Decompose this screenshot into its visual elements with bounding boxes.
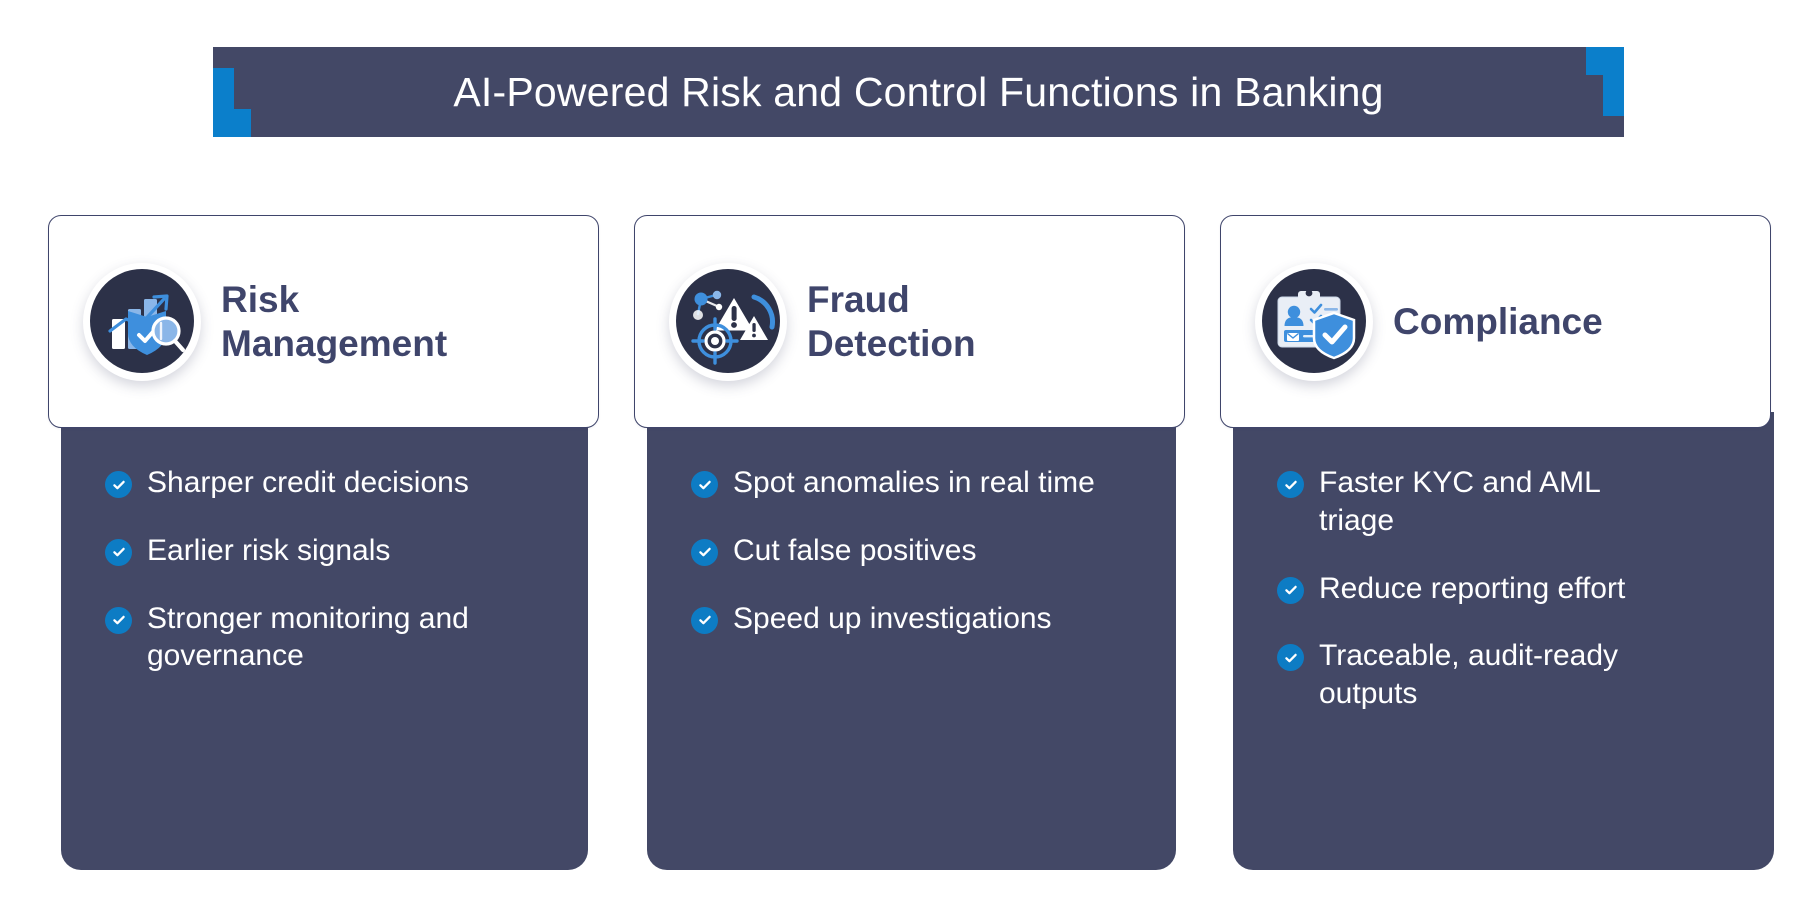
fraud-detection-icon (669, 262, 787, 381)
card-header-risk-management: Risk Management (48, 215, 599, 428)
page-title: AI-Powered Risk and Control Functions in… (453, 68, 1384, 115)
bullet-text: Faster KYC and AML triage (1319, 466, 1600, 537)
check-circle-icon (105, 471, 132, 498)
title-accent-left-foot (213, 109, 251, 137)
card-title-fraud-detection: Fraud Detection (807, 278, 976, 364)
list-item: Cut false positives (691, 532, 1142, 570)
bullet-text: Stronger monitoring and governance (147, 601, 469, 673)
card-fraud-detection[interactable]: Spot anomalies in real time Cut false po… (634, 215, 1187, 870)
card-risk-management[interactable]: Sharper credit decisions Earlier risk si… (48, 215, 601, 870)
check-circle-icon (691, 471, 718, 498)
list-item: Speed up investigations (691, 600, 1142, 638)
icon-disc (676, 268, 780, 373)
check-circle-icon (1277, 471, 1304, 498)
bullet-list-fraud-detection: Spot anomalies in real time Cut false po… (691, 464, 1142, 637)
list-item: Reduce reporting effort (1277, 570, 1740, 608)
bullet-list-risk-management: Sharper credit decisions Earlier risk si… (105, 464, 554, 675)
icon-disc (1262, 268, 1366, 373)
bullet-text: Reduce reporting effort (1319, 571, 1626, 605)
icon-disc (90, 268, 194, 373)
bullet-text: Cut false positives (733, 533, 977, 567)
card-compliance[interactable]: Faster KYC and AML triage Reduce reporti… (1220, 215, 1774, 870)
card-body-fraud-detection: Spot anomalies in real time Cut false po… (647, 412, 1176, 870)
bullet-text: Earlier risk signals (147, 533, 391, 567)
bullet-text: Traceable, audit-ready outputs (1319, 639, 1619, 711)
bullet-text: Speed up investigations (733, 601, 1052, 635)
list-item: Sharper credit decisions (105, 464, 554, 502)
bullet-list-compliance: Faster KYC and AML triage Reduce reporti… (1277, 464, 1740, 713)
compliance-icon (1255, 262, 1373, 381)
list-item: Earlier risk signals (105, 532, 554, 570)
bullet-text: Spot anomalies in real time (733, 466, 1095, 499)
risk-management-icon (83, 262, 201, 381)
card-title-compliance: Compliance (1393, 300, 1603, 342)
check-circle-icon (105, 606, 132, 634)
list-item: Stronger monitoring and governance (105, 600, 554, 676)
cards-row: Sharper credit decisions Earlier risk si… (0, 215, 1820, 880)
bullet-text: Sharper credit decisions (147, 466, 469, 499)
title-banner: AI-Powered Risk and Control Functions in… (213, 47, 1624, 137)
card-title-risk-management: Risk Management (221, 278, 448, 364)
card-body-risk-management: Sharper credit decisions Earlier risk si… (61, 412, 588, 870)
check-circle-icon (691, 606, 718, 634)
card-header-fraud-detection: Fraud Detection (634, 215, 1185, 428)
check-circle-icon (1277, 644, 1304, 672)
card-header-compliance: Compliance (1220, 215, 1771, 428)
card-body-compliance: Faster KYC and AML triage Reduce reporti… (1233, 412, 1774, 870)
check-circle-icon (1277, 576, 1304, 604)
title-accent-right-foot (1586, 47, 1624, 75)
check-circle-icon (691, 538, 718, 566)
list-item: Faster KYC and AML triage (1277, 464, 1740, 540)
list-item: Traceable, audit-ready outputs (1277, 637, 1740, 713)
list-item: Spot anomalies in real time (691, 464, 1142, 502)
check-circle-icon (105, 538, 132, 566)
